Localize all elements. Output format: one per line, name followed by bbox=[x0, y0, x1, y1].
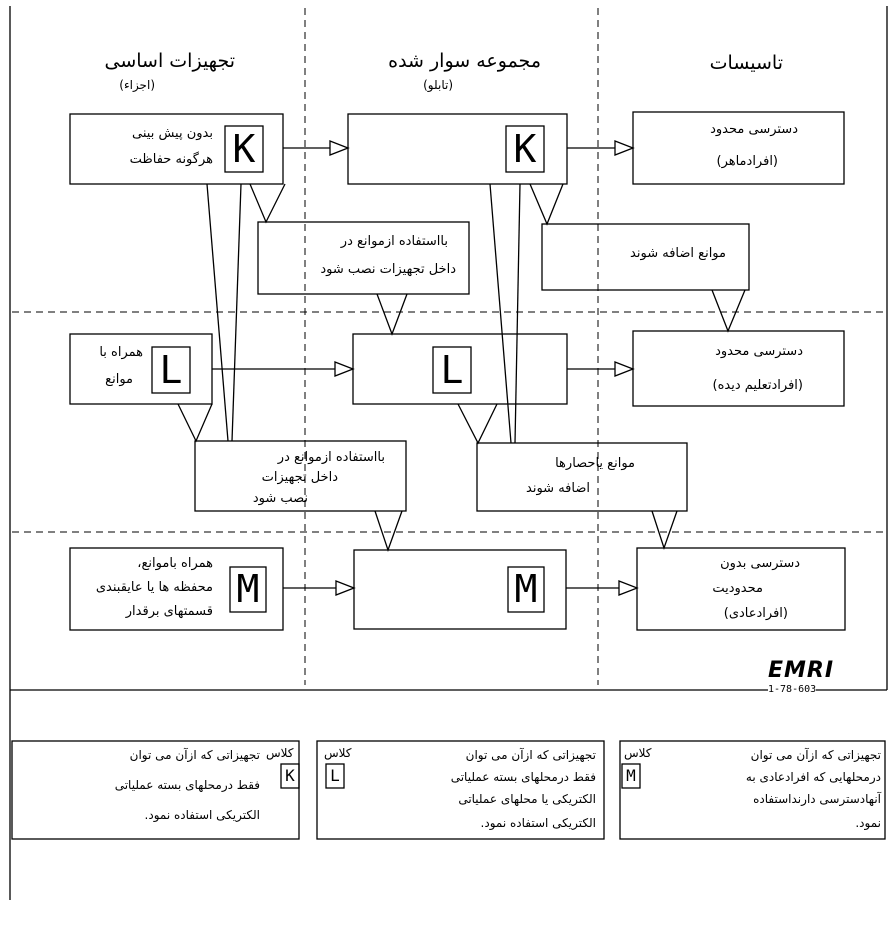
legend-k-symbol: K bbox=[285, 766, 295, 785]
k-component-symbol: K bbox=[232, 127, 256, 171]
m-access-line3: (افرادعادی) bbox=[723, 606, 788, 621]
k-component-line2: هرگونه حفاظت bbox=[129, 152, 213, 167]
k-note2-box bbox=[541, 223, 750, 291]
l-access-line2: (افرادتعلیم دیده) bbox=[712, 378, 804, 393]
l-component-line1: همراه با bbox=[99, 345, 143, 360]
l-assembly-symbol-frame bbox=[432, 346, 472, 394]
m-access-line2: محدودیت bbox=[712, 581, 763, 596]
header-assembled: مجموعه سوار شده bbox=[388, 50, 541, 72]
k-note1-line1: بااستفاده ازموانع در bbox=[340, 234, 448, 249]
legend-l-line1: تجهیزاتی که ازآن می توان bbox=[465, 748, 596, 762]
k-assembly-symbol: K bbox=[513, 127, 537, 171]
m-assembly-symbol: M bbox=[514, 567, 538, 611]
l-access-box bbox=[632, 330, 845, 407]
legend-m-line1: تجهیزاتی که ازآن می توان bbox=[750, 748, 881, 762]
k-access-line2: (افرادماهر) bbox=[716, 154, 779, 169]
k-assembly-box bbox=[347, 113, 568, 185]
legend-m-line2: درمحلهایی که افرادعادی به bbox=[745, 770, 881, 784]
k-note2-text: موانع اضافه شوند bbox=[630, 246, 726, 261]
legend-l-symbol: L bbox=[330, 766, 340, 785]
k-assembly-symbol-frame bbox=[505, 125, 545, 173]
callout-pointers bbox=[177, 183, 746, 552]
legend-l-line4: الکتریکی استفاده نمود. bbox=[480, 816, 596, 830]
k-component-symbol-frame bbox=[224, 125, 264, 173]
k-access-line1: دسترسی محدود bbox=[710, 122, 798, 137]
legend-m-class-word: کلاس bbox=[624, 746, 652, 760]
legend-k-class-word: کلاس bbox=[266, 746, 294, 760]
l-component-symbol-frame bbox=[151, 346, 191, 394]
l-note1-line1: بااستفاده ازموانع در bbox=[277, 450, 385, 465]
legend-k-line2: فقط درمحلهای بسته عملیاتی bbox=[114, 778, 260, 792]
m-component-box bbox=[69, 547, 284, 631]
l-component-symbol: L bbox=[159, 348, 183, 392]
legend-l-line3: الکتریکی یا محلهای عملیاتی bbox=[458, 792, 596, 806]
legend-l-symbol-frame bbox=[325, 763, 345, 789]
legend-k-box bbox=[11, 740, 300, 840]
m-component-symbol-frame bbox=[229, 566, 267, 613]
l-note2-line1: موانع یاحصارها bbox=[555, 456, 635, 471]
figure-code: 1-78-603 bbox=[768, 684, 817, 696]
emri-logo: EMRI bbox=[768, 658, 835, 683]
k-note1-box bbox=[257, 221, 470, 295]
legend-l-class-word: کلاس bbox=[324, 746, 352, 760]
legend-k-line3: الکتریکی استفاده نمود. bbox=[144, 808, 260, 822]
k-component-box bbox=[69, 113, 284, 185]
l-note2-line2: اضافه شوند bbox=[526, 481, 590, 496]
m-component-line2: محفظه ها یا عایقبندی bbox=[95, 580, 213, 595]
header-basic-equipment: تجهیزات اساسی bbox=[104, 50, 235, 72]
m-component-line3: قسمتهای برقدار bbox=[125, 604, 213, 619]
l-note2-box bbox=[476, 442, 688, 512]
legend-m-symbol: M bbox=[626, 766, 636, 785]
legend-l-box bbox=[316, 740, 605, 840]
legend-l-line2: فقط درمحلهای بسته عملیاتی bbox=[450, 770, 596, 784]
l-note1-line3: نصب شود bbox=[252, 491, 308, 506]
legend-m-line4: نمود. bbox=[855, 816, 881, 830]
m-access-box bbox=[636, 547, 846, 631]
l-component-line2: موانع bbox=[105, 372, 133, 387]
legend-m-symbol-frame bbox=[621, 763, 641, 789]
m-component-symbol: M bbox=[236, 567, 260, 611]
legend-m-box bbox=[619, 740, 886, 840]
k-component-line1: بدون پیش بینی bbox=[132, 126, 213, 141]
m-assembly-box bbox=[353, 549, 567, 630]
m-access-line1: دسترسی بدون bbox=[720, 556, 800, 571]
header-basic-sub: (اجزاء) bbox=[119, 78, 155, 92]
l-note1-box bbox=[194, 440, 407, 512]
legend-k-symbol-frame bbox=[280, 763, 300, 789]
l-access-line1: دسترسی محدود bbox=[715, 344, 803, 359]
header-assembled-sub: (تابلو) bbox=[423, 78, 453, 92]
header-installation: تاسیسات bbox=[709, 52, 783, 74]
legend-k-line1: تجهیزاتی که ازآن می توان bbox=[129, 748, 260, 762]
l-note1-line2: داخل تجهیزات bbox=[261, 470, 338, 485]
legend-m-line3: آنهادسترسی دارنداستفاده bbox=[753, 792, 881, 806]
l-assembly-symbol: L bbox=[440, 348, 464, 392]
m-assembly-symbol-frame bbox=[507, 566, 545, 613]
flow-arrows bbox=[212, 140, 639, 596]
m-component-line1: همراه باموانع، bbox=[137, 556, 213, 571]
k-note1-line2: داخل تجهیزات نصب شود bbox=[320, 262, 456, 277]
